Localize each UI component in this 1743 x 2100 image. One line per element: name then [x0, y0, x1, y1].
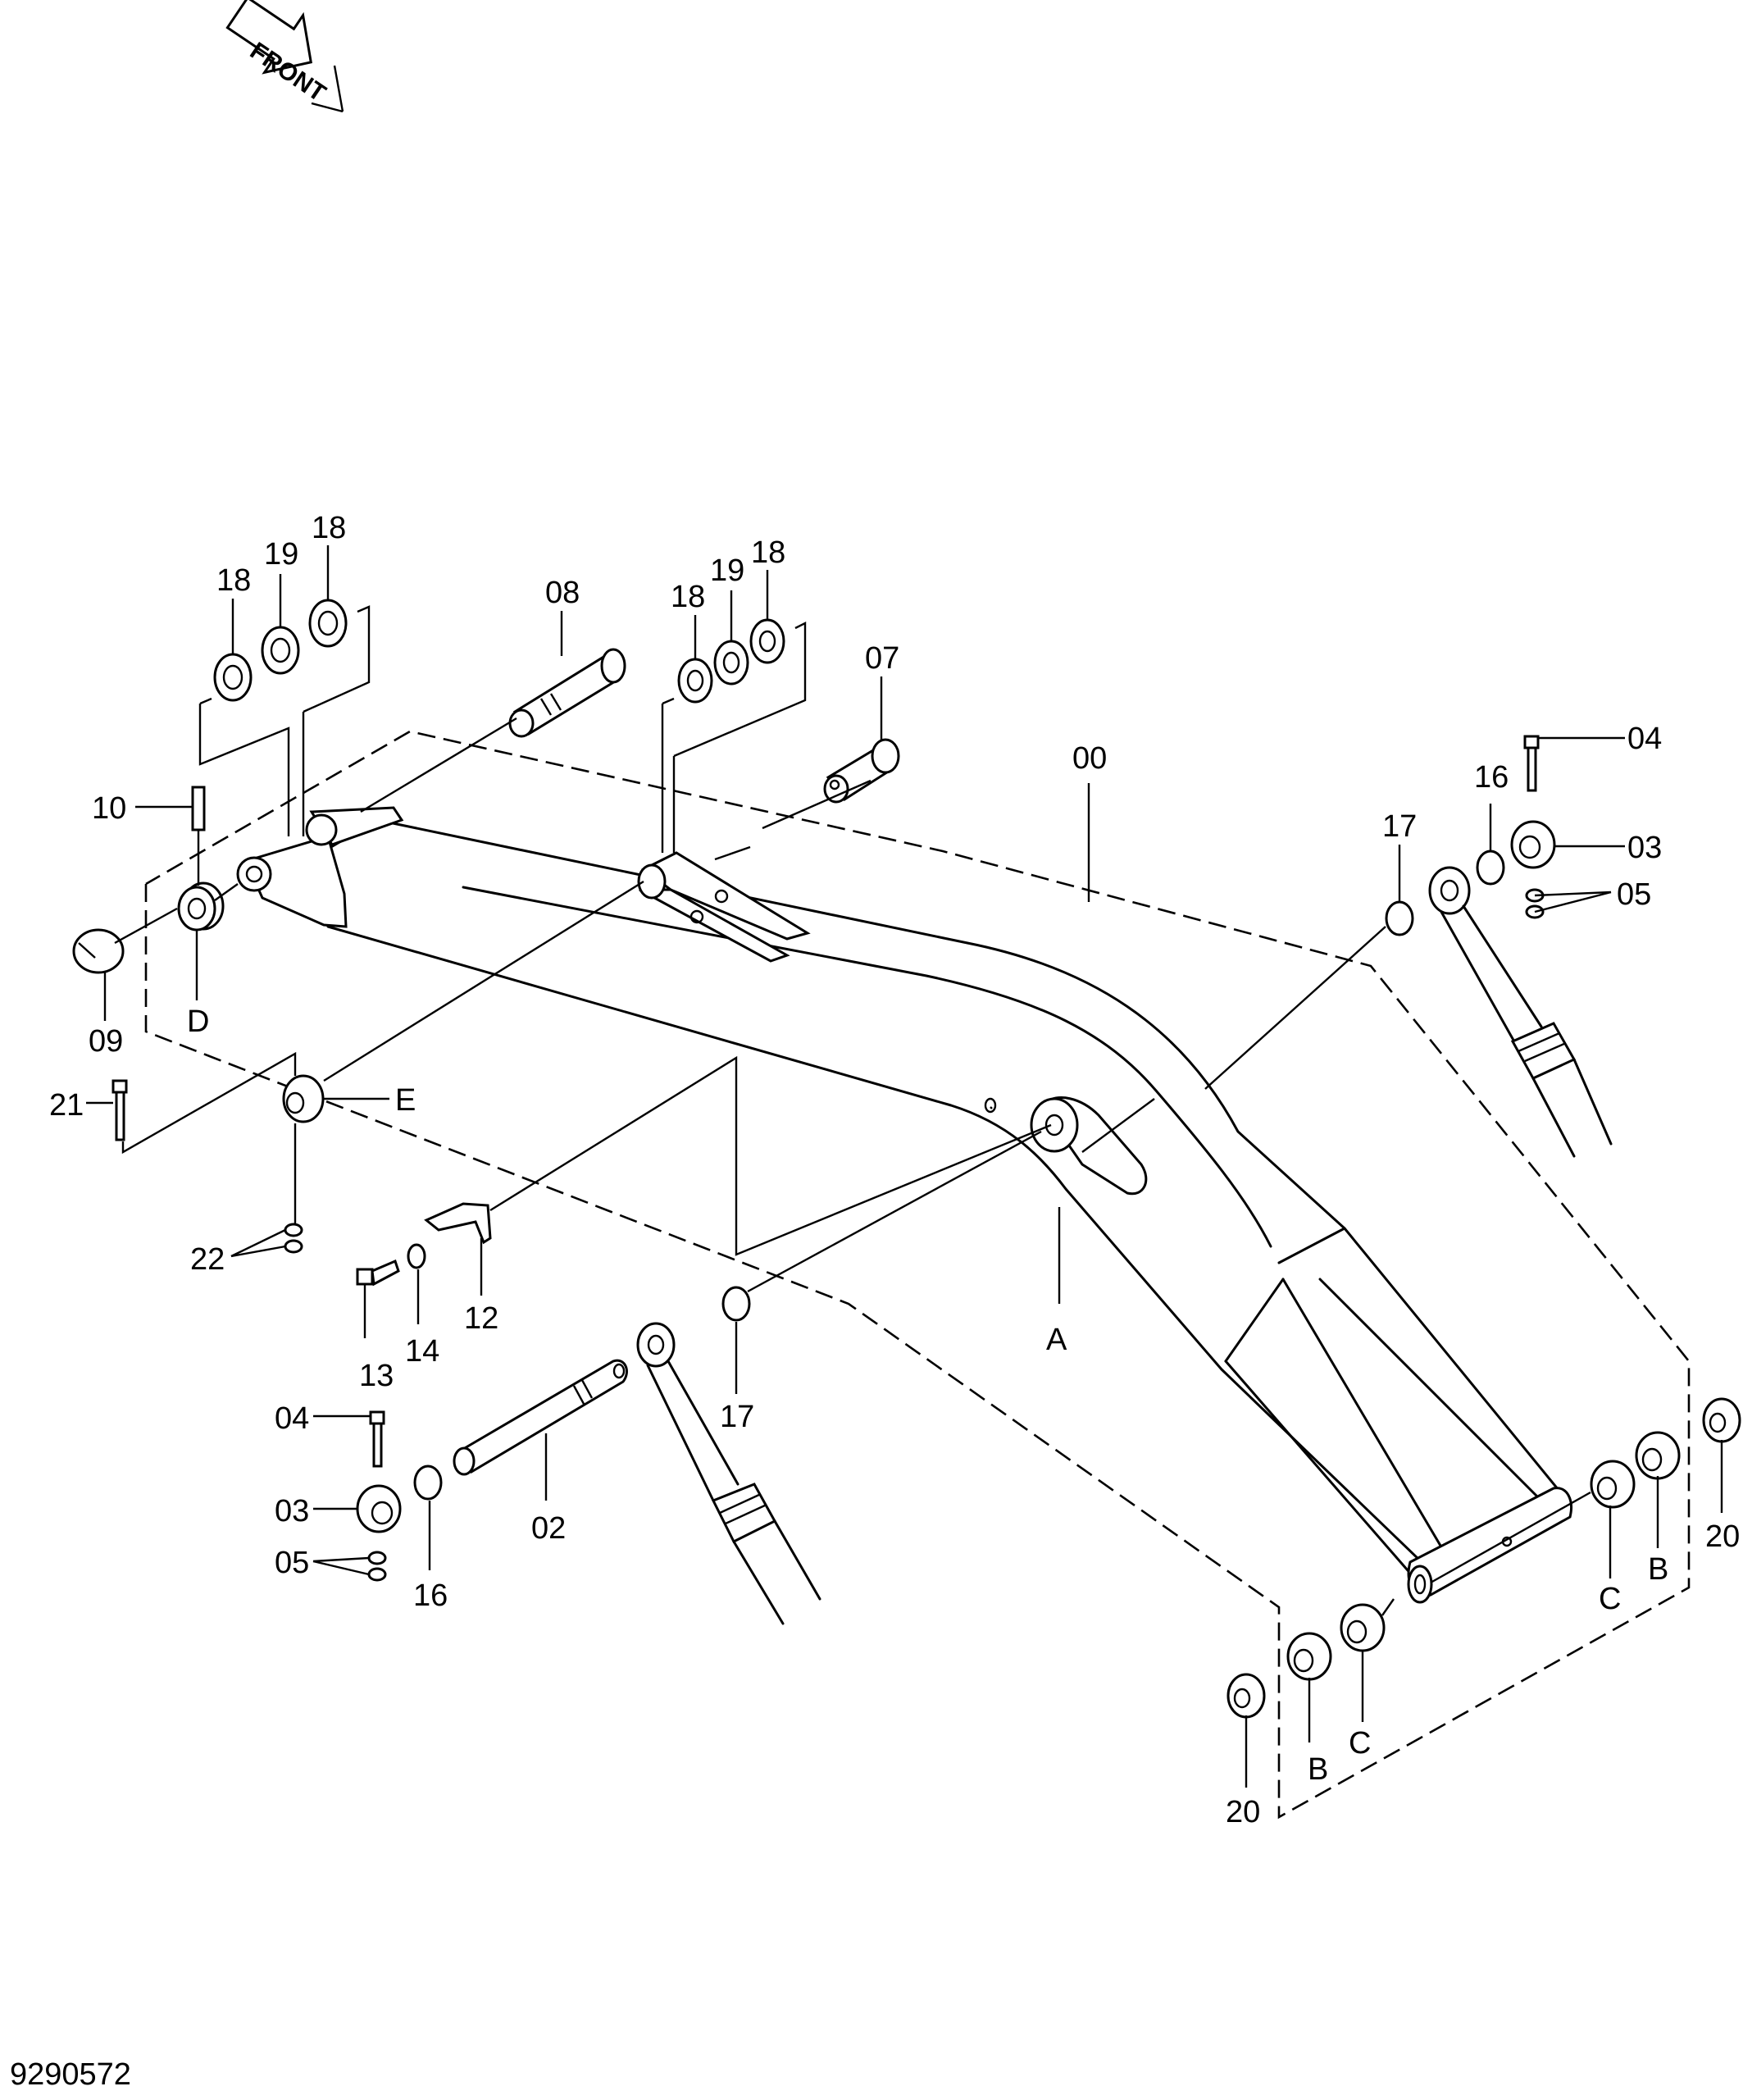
- callout-10: 10: [92, 791, 126, 826]
- washer-16-right: [1476, 850, 1505, 886]
- bushing-d: [177, 881, 225, 932]
- shims-left: [213, 599, 348, 702]
- callout-18-b: 18: [312, 511, 346, 545]
- pin-02: [453, 1359, 628, 1476]
- bolt-21: [111, 1079, 128, 1141]
- callout-17-left: 17: [720, 1400, 754, 1434]
- callout-C-right: C: [1599, 1582, 1621, 1616]
- callout-16-right: 16: [1474, 760, 1509, 795]
- leader-lines: [86, 545, 1723, 1788]
- callout-13: 13: [359, 1359, 394, 1393]
- front-arrow-icon: [225, 0, 344, 113]
- stopper-03-left: [356, 1410, 402, 1582]
- callout-08: 08: [545, 576, 580, 610]
- stopper-03-right: [1510, 735, 1556, 919]
- boom-body: [320, 818, 1572, 1604]
- pin-10: [191, 786, 206, 831]
- callout-04-right: 04: [1627, 722, 1662, 756]
- washer-14: [407, 1243, 426, 1269]
- callout-21: 21: [49, 1088, 84, 1123]
- callout-14: 14: [405, 1334, 439, 1369]
- callout-05-right: 05: [1617, 877, 1651, 912]
- assembly-outline: [144, 730, 1691, 1820]
- bolt-13: [356, 1259, 400, 1287]
- callout-20-right: 20: [1705, 1519, 1740, 1554]
- boom-foot: [236, 806, 404, 928]
- callout-20-left: 20: [1226, 1795, 1260, 1829]
- washer-16-left: [413, 1465, 443, 1501]
- callout-C-left: C: [1349, 1726, 1371, 1761]
- callout-04-left: 04: [275, 1401, 309, 1436]
- callout-12: 12: [464, 1301, 498, 1336]
- callout-D: D: [187, 1004, 209, 1039]
- pin-07: [823, 738, 900, 804]
- boom-cylinder-left: [636, 1322, 821, 1625]
- callout-B-right: B: [1648, 1552, 1668, 1587]
- callout-18-a: 18: [216, 563, 251, 598]
- callout-09: 09: [89, 1024, 123, 1059]
- callout-22: 22: [190, 1242, 225, 1277]
- boom-cylinder-right: [1428, 866, 1613, 1158]
- callout-00: 00: [1072, 741, 1107, 776]
- plate-12: [424, 1202, 492, 1245]
- bushings-right: [1590, 1397, 1741, 1509]
- drawing-number: 9290572: [10, 2057, 131, 2092]
- callout-E: E: [395, 1083, 416, 1118]
- callout-03-left: 03: [275, 1494, 309, 1528]
- callout-05-left: 05: [275, 1546, 309, 1580]
- callout-18-d: 18: [751, 535, 785, 570]
- pin-08: [508, 648, 626, 738]
- bushings-left: [1226, 1603, 1386, 1719]
- callout-19-b: 19: [710, 553, 744, 588]
- bushing-e: [282, 1074, 325, 1123]
- callout-B-left: B: [1308, 1752, 1328, 1787]
- arm-cylinder-bracket: [637, 851, 811, 963]
- callout-19-a: 19: [264, 537, 298, 572]
- washer-17-right: [1385, 900, 1414, 936]
- nuts-22: [284, 1223, 303, 1254]
- boom-cylinder-mount: [984, 1096, 1148, 1196]
- callout-A: A: [1046, 1323, 1067, 1357]
- callout-07: 07: [865, 641, 899, 676]
- callout-16-left: 16: [413, 1578, 448, 1613]
- collar-09: [72, 928, 125, 974]
- washer-17-left: [721, 1286, 751, 1322]
- callout-labels: 00 02 03 03 04 04 05 05 07 08 09 10 12 1…: [49, 511, 1740, 1829]
- callout-18-c: 18: [671, 580, 705, 614]
- callout-02: 02: [531, 1511, 566, 1546]
- callout-17-right: 17: [1382, 809, 1417, 844]
- callout-03-right: 03: [1627, 831, 1662, 865]
- shims-right: [677, 618, 785, 704]
